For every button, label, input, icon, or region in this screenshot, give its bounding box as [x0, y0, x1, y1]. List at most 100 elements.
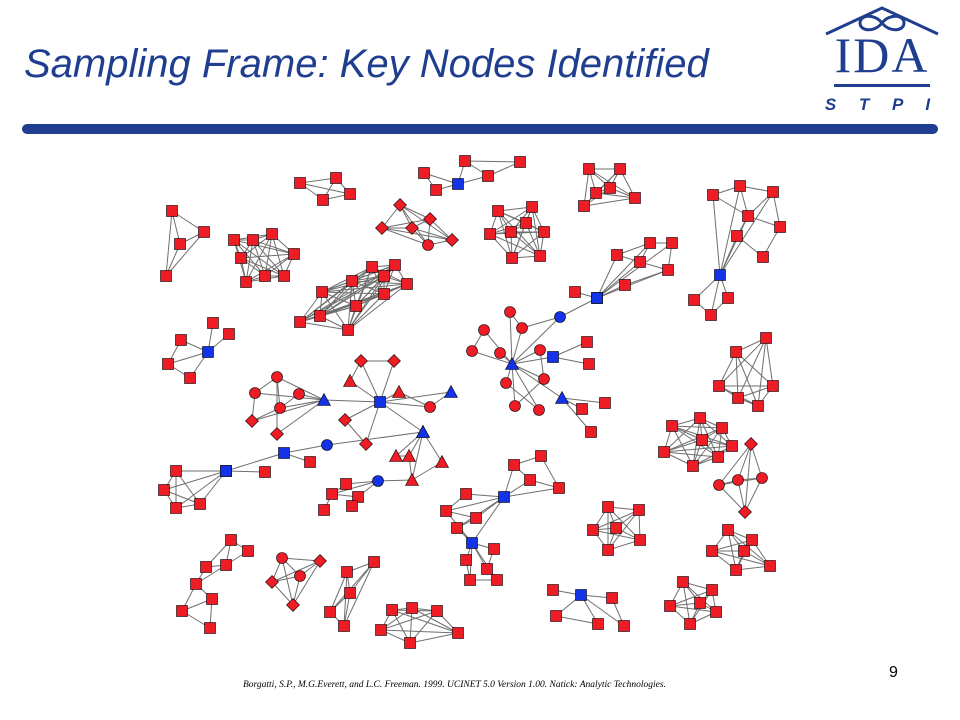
network-edge: [411, 431, 424, 481]
network-node: [276, 552, 288, 564]
network-edge: [251, 399, 325, 422]
network-node: [424, 401, 436, 413]
network-node: [220, 559, 232, 571]
network-node: [491, 574, 503, 586]
network-node: [342, 373, 358, 387]
key-node: [547, 351, 559, 363]
network-node: [228, 234, 240, 246]
network-edge: [719, 235, 738, 276]
network-edge: [663, 451, 719, 458]
network-node: [767, 186, 779, 198]
network-node: [712, 451, 724, 463]
network-edge: [596, 254, 618, 299]
network-edge: [347, 283, 408, 331]
network-node: [352, 491, 364, 503]
network-node: [206, 593, 218, 605]
network-node: [633, 504, 645, 516]
network-node: [535, 450, 547, 462]
network-node: [746, 534, 758, 546]
network-edge: [505, 382, 540, 411]
network-node: [240, 276, 252, 288]
network-node: [162, 358, 174, 370]
network-node: [658, 446, 670, 458]
network-node: [452, 627, 464, 639]
network-edge: [503, 487, 560, 498]
network-node: [569, 286, 581, 298]
network-edge: [225, 470, 266, 473]
network-edge: [711, 539, 753, 552]
network-edge: [483, 329, 513, 365]
key-node: [220, 465, 232, 477]
network-node: [666, 237, 678, 249]
network-edge: [379, 391, 452, 403]
network-node: [618, 620, 630, 632]
network-node: [404, 472, 420, 486]
network-edge: [514, 378, 545, 407]
network-node: [235, 252, 247, 264]
network-edge: [165, 210, 173, 277]
network-edge: [276, 399, 325, 435]
network-node: [590, 187, 602, 199]
network-edge: [699, 417, 719, 458]
network-node: [176, 605, 188, 617]
network-node: [664, 600, 676, 612]
network-node: [602, 501, 614, 513]
network-edge: [511, 363, 516, 407]
network-node: [460, 554, 472, 566]
network-node: [274, 402, 286, 414]
network-node: [326, 488, 338, 500]
network-node: [170, 465, 182, 477]
network-node: [318, 504, 330, 516]
network-node: [440, 505, 452, 517]
network-node: [294, 177, 306, 189]
network-edge: [595, 192, 636, 199]
network-edge: [663, 439, 703, 453]
network-edge: [299, 280, 353, 323]
network-edge: [719, 185, 741, 276]
network-edge: [245, 239, 254, 283]
network-node: [378, 270, 390, 282]
network-node: [406, 602, 418, 614]
network-edge: [489, 233, 541, 257]
network-node: [184, 372, 196, 384]
network-node: [688, 294, 700, 306]
network-edge: [319, 266, 373, 317]
network-edge: [240, 257, 285, 277]
network-node: [418, 167, 430, 179]
network-edge: [671, 425, 723, 429]
network-edge: [252, 239, 295, 255]
network-node: [583, 358, 595, 370]
network-node: [386, 604, 398, 616]
key-node: [452, 178, 464, 190]
network-node: [158, 484, 170, 496]
network-edge: [163, 470, 227, 491]
ida-logo: IDA S T P I: [820, 4, 944, 122]
network-node: [722, 292, 734, 304]
network-edge: [445, 496, 505, 512]
network-node: [694, 597, 706, 609]
network-edge: [509, 311, 513, 365]
network-node: [460, 488, 472, 500]
network-edge: [381, 227, 429, 246]
network-node: [194, 498, 206, 510]
key-node: [575, 589, 587, 601]
network-node: [694, 412, 706, 424]
network-node: [451, 522, 463, 534]
network-node: [550, 610, 562, 622]
network-node: [401, 448, 417, 462]
network-node: [731, 230, 743, 242]
network-node: [271, 371, 283, 383]
network-node: [259, 466, 271, 478]
network-edge: [772, 191, 781, 228]
network-node: [359, 437, 373, 451]
network-node: [313, 554, 327, 568]
network-node: [354, 354, 368, 368]
logo-subtext: S T P I: [824, 95, 940, 114]
network-node: [752, 400, 764, 412]
network-node: [207, 317, 219, 329]
key-node: [504, 356, 520, 370]
network-edge: [471, 496, 505, 544]
network-node: [494, 347, 506, 359]
network-node: [350, 300, 362, 312]
network-node: [614, 163, 626, 175]
